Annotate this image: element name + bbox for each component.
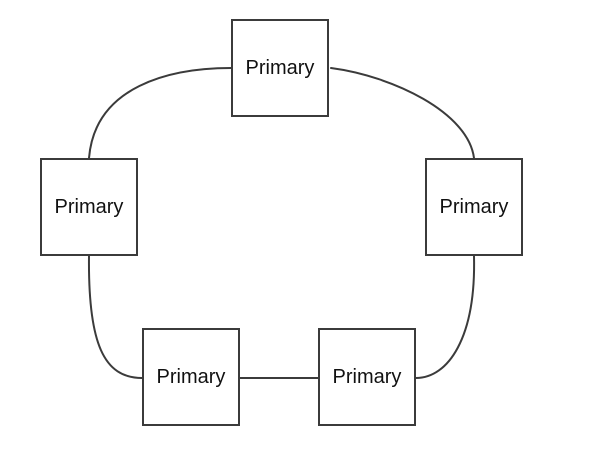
diagram-node-bottom-right[interactable]: Primary: [318, 328, 416, 426]
diagram-node-top[interactable]: Primary: [231, 19, 329, 117]
edge-top-to-right: [330, 67, 475, 159]
diagram-node-left[interactable]: Primary: [40, 158, 138, 256]
diagram-node-top-label: Primary: [245, 57, 315, 79]
diagram-node-right-label: Primary: [439, 196, 509, 218]
diagram-node-right[interactable]: Primary: [425, 158, 523, 256]
diagram-node-bottom-right-label: Primary: [332, 366, 402, 388]
diagram-node-left-label: Primary: [54, 196, 124, 218]
edge-bottom-left-to-left: [87, 255, 143, 379]
diagram-node-bottom-left[interactable]: Primary: [142, 328, 240, 426]
diagram-node-bottom-left-label: Primary: [156, 366, 226, 388]
edge-right-to-bottom-right: [415, 255, 476, 379]
edge-left-to-top: [88, 67, 232, 159]
